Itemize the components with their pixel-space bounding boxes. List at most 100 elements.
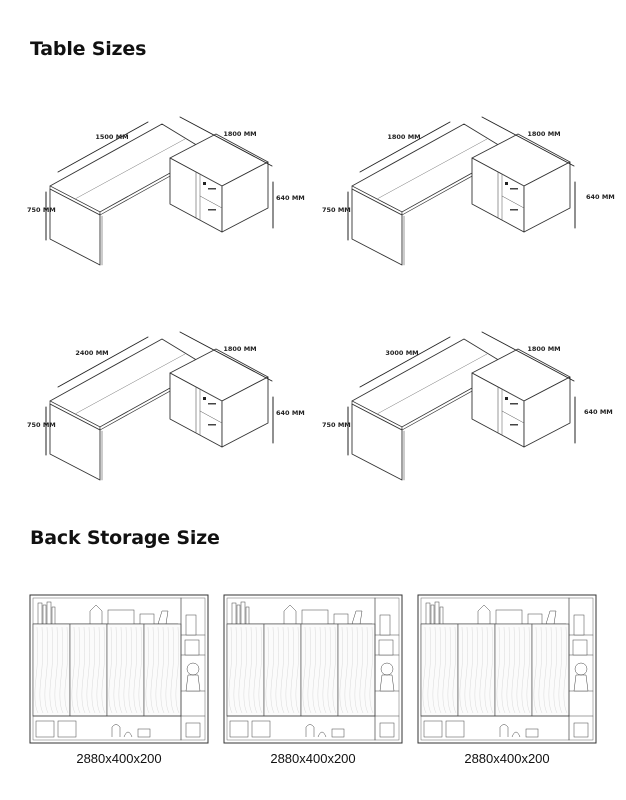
wood-grain	[344, 626, 349, 714]
cabinet-side	[523, 161, 571, 233]
cabinet-drawer-top	[199, 173, 223, 187]
plant-icon	[477, 604, 491, 624]
storage-size-label: 2880x400x200	[76, 751, 162, 766]
wood-grain	[133, 626, 138, 714]
plant-icon	[89, 604, 103, 624]
wood-grain	[322, 626, 327, 714]
cabinet-door	[531, 623, 570, 717]
book	[240, 601, 246, 625]
wood-grain	[96, 626, 101, 714]
shelf-item	[379, 722, 395, 738]
wood-grain	[145, 626, 150, 714]
wood-grain	[359, 626, 364, 714]
decor-icon	[305, 724, 327, 738]
wood-grain	[54, 626, 59, 714]
wood-grain	[233, 626, 238, 714]
desk-return-label: 1800 MM	[527, 130, 560, 138]
storage-size-label: 2880x400x200	[464, 751, 550, 766]
storage-box	[139, 613, 155, 625]
lock-icon	[203, 182, 206, 185]
wood-grain	[538, 626, 543, 714]
basket	[229, 720, 249, 738]
wood-grain	[543, 626, 548, 714]
shelf-item	[331, 728, 345, 738]
desk-diagram-3: 2400 MM 1800 MM 750 MM 640 MM	[20, 315, 320, 495]
wood-grain	[302, 626, 307, 714]
wood-grain	[479, 626, 484, 714]
vase-icon	[157, 610, 169, 625]
desk-diagram-4: 3000 MM 1800 MM 750 MM 640 MM	[322, 315, 622, 495]
wood-grain	[81, 626, 86, 714]
wood-grain	[128, 626, 133, 714]
desktop-split-line	[74, 138, 186, 200]
drawer-handle-icon	[208, 424, 216, 426]
storage-unit-2: 2880x400x200	[222, 593, 404, 766]
drawer-handle-icon	[510, 403, 518, 405]
desk-width-label: 1500 MM	[95, 133, 128, 141]
wood-grain	[238, 626, 243, 714]
cabinet-door	[263, 623, 302, 717]
cabinet-door	[226, 623, 265, 717]
storage-box	[107, 609, 135, 625]
wood-grain	[34, 626, 39, 714]
width-dimension-line	[57, 336, 149, 388]
end-panel	[351, 188, 403, 266]
wood-grain	[317, 626, 322, 714]
wood-grain	[489, 626, 494, 714]
wood-grain	[265, 626, 270, 714]
cabinet-height-label: 640 MM	[584, 408, 613, 416]
vase-icon	[379, 674, 395, 692]
wood-grain	[437, 626, 442, 714]
wood-grain	[290, 626, 295, 714]
storage-drawing	[417, 594, 597, 744]
basket	[445, 720, 465, 738]
wood-grain	[243, 626, 248, 714]
wood-grain	[553, 626, 558, 714]
wood-grain	[253, 626, 258, 714]
wood-grain	[113, 626, 118, 714]
wood-grain	[101, 626, 106, 714]
book	[439, 606, 444, 625]
book	[236, 604, 241, 625]
flower-icon	[380, 662, 394, 676]
wood-grain	[228, 626, 233, 714]
drawer-handle-icon	[510, 209, 518, 211]
wood-grain	[332, 626, 337, 714]
cabinet-door	[457, 623, 496, 717]
cabinet-drawer-divide	[501, 195, 525, 209]
wood-grain	[312, 626, 317, 714]
cabinet-drawer-top	[501, 173, 525, 187]
storage-unit-3: 2880x400x200	[416, 593, 598, 766]
cabinet-door	[32, 623, 71, 717]
end-panel	[49, 403, 101, 481]
desk-height-label: 750 MM	[322, 206, 351, 214]
wood-grain	[123, 626, 128, 714]
desk-return-label: 1800 MM	[223, 345, 256, 353]
desk-width-label: 1800 MM	[387, 133, 420, 141]
desk-height-label: 750 MM	[27, 421, 56, 429]
desk-drawing: 2400 MM 1800 MM 750 MM 640 MM	[27, 331, 305, 481]
storage-drawing	[223, 594, 403, 744]
plant-icon	[283, 604, 297, 624]
book	[231, 602, 237, 625]
shelf-item	[185, 722, 201, 738]
book	[245, 606, 250, 625]
cabinet-side	[221, 161, 269, 233]
flower-icon	[186, 662, 200, 676]
wood-grain	[349, 626, 354, 714]
cabinet-drawer-divide	[501, 410, 525, 424]
back-storage-heading: Back Storage Size	[30, 527, 220, 549]
flower-icon	[574, 662, 588, 676]
wood-grain	[175, 626, 180, 714]
wood-grain	[108, 626, 113, 714]
wood-grain	[521, 626, 526, 714]
shelf-item	[573, 722, 589, 738]
wood-grain	[526, 626, 531, 714]
desk-diagram-2: 1800 MM 1800 MM 750 MM 640 MM	[322, 100, 622, 280]
shelf-item	[379, 614, 391, 636]
desktop-split-line	[376, 353, 488, 415]
decor-icon	[111, 724, 133, 738]
shelf-item	[378, 639, 394, 656]
book	[42, 604, 47, 625]
wood-grain	[339, 626, 344, 714]
